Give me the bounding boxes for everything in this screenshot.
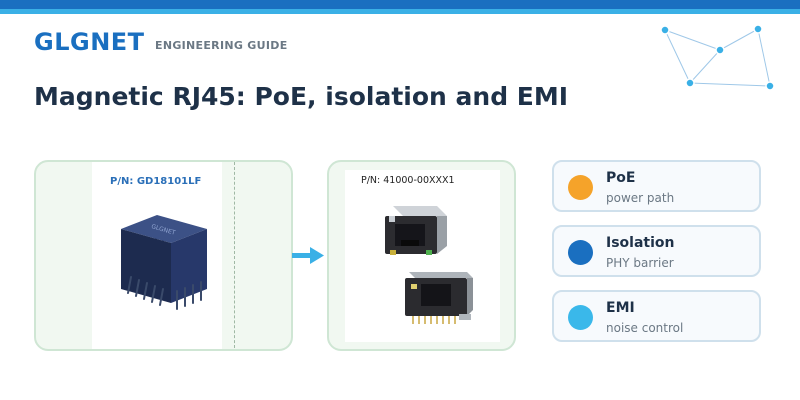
feature-card-subtitle: noise control: [606, 321, 684, 335]
arrow-right-icon: [292, 247, 324, 264]
magnetic-transformer-image: GLGNET: [121, 215, 207, 310]
panel-divider: [234, 162, 235, 349]
rj45-connector-bottom-image: [405, 272, 473, 324]
rj45-product-panel: P/N: 41000-00XXX1: [327, 160, 516, 351]
feature-card-subtitle: PHY barrier: [606, 256, 674, 270]
poe-indicator-dot-icon: [568, 175, 593, 200]
feature-card-title: PoE: [606, 170, 636, 186]
feature-card-subtitle: power path: [606, 191, 675, 205]
network-graphic-icon: [660, 24, 775, 91]
feature-card-title: Isolation: [606, 235, 675, 251]
emi-indicator-dot-icon: [568, 305, 593, 330]
top-bar-dark: [0, 0, 800, 9]
brand-logo: GLGNET: [34, 28, 145, 56]
page-title: Magnetic RJ45: PoE, isolation and EMI: [34, 82, 569, 111]
isolation-indicator-dot-icon: [568, 240, 593, 265]
rj45-part-number: P/N: 41000-00XXX1: [361, 175, 455, 186]
rj45-connector-top-image: [385, 206, 447, 255]
top-bar-light: [0, 9, 800, 14]
feature-card-poe: PoE power path: [552, 160, 761, 212]
top-accent-bar: [0, 0, 800, 14]
feature-card-title: EMI: [606, 300, 635, 316]
feature-card-emi: EMI noise control: [552, 290, 761, 342]
transformer-part-number: P/N: GD18101LF: [110, 176, 202, 187]
brand-tagline: ENGINEERING GUIDE: [155, 39, 288, 52]
feature-card-isolation: Isolation PHY barrier: [552, 225, 761, 277]
transformer-product-panel: P/N: GD18101LF GLGNET: [34, 160, 293, 351]
